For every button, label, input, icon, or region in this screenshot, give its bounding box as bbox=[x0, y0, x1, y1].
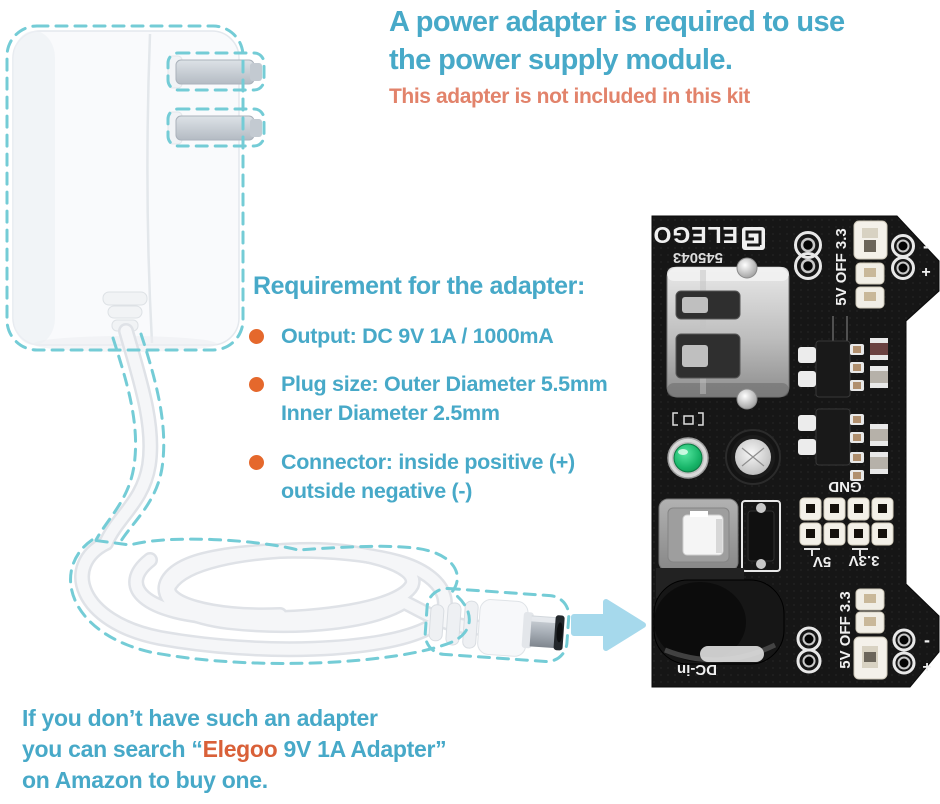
headline-note: This adapter is not included in this kit bbox=[389, 85, 750, 108]
diode-component bbox=[741, 500, 781, 572]
jumper-top bbox=[832, 220, 888, 342]
minus-label-top: - bbox=[923, 236, 929, 256]
push-button bbox=[658, 498, 739, 572]
footer-line3: on Amazon to buy one. bbox=[22, 767, 268, 793]
led-silk-icon bbox=[672, 412, 704, 426]
jumper-bottom bbox=[853, 588, 888, 680]
bullet-dot bbox=[249, 329, 264, 344]
bullet-dot bbox=[249, 455, 264, 470]
power-cable bbox=[74, 323, 501, 658]
plus-label-top: + bbox=[921, 264, 930, 281]
headline-line2: the power supply module. bbox=[389, 44, 733, 76]
requirement-item: Connector: inside positive (+) outside n… bbox=[249, 448, 575, 506]
dc-plug bbox=[428, 599, 565, 657]
requirement-item: Output: DC 9V 1A / 1000mA bbox=[249, 322, 554, 351]
requirement-item: Plug size: Outer Diameter 5.5mm Inner Di… bbox=[249, 370, 608, 428]
screw-pads-top: - + bbox=[891, 234, 931, 281]
screw-pads-bottom: - + bbox=[892, 628, 932, 676]
footer-line2: you can search “Elegoo 9V 1A Adapter” bbox=[22, 736, 447, 762]
header-pins bbox=[799, 497, 894, 556]
usb-port bbox=[666, 257, 790, 410]
capacitor bbox=[725, 429, 781, 485]
headline: A power adapter is required to use the p… bbox=[389, 3, 845, 79]
power-module-board: ELEGO 545043 5V OFF 3.3 bbox=[651, 215, 940, 688]
jumper-bottom-label: 5V OFF 3.3 bbox=[837, 591, 854, 669]
requirement-line: Plug size: Outer Diameter 5.5mm bbox=[281, 372, 608, 396]
bullet-dot bbox=[249, 377, 264, 392]
rail-3v3-label: 3.3V bbox=[849, 552, 880, 569]
requirement-line: outside negative (-) bbox=[281, 479, 473, 503]
svg-text:545043: 545043 bbox=[673, 249, 723, 266]
dcin-label: DC-in bbox=[677, 661, 717, 678]
brand-logo: ELEGO bbox=[652, 222, 765, 250]
mounting-holes-top bbox=[794, 231, 822, 280]
footer-line1: If you don’t have such an adapter bbox=[22, 705, 378, 731]
headline-line1: A power adapter is required to use bbox=[389, 6, 845, 38]
requirement-line: Inner Diameter 2.5mm bbox=[281, 401, 500, 425]
adapter-shading bbox=[13, 31, 55, 345]
dc-jack bbox=[653, 568, 785, 665]
gnd-label: GND bbox=[828, 478, 862, 495]
rail-5v-label: 5V bbox=[813, 553, 831, 570]
footer-text: If you don’t have such an adapter you ca… bbox=[22, 703, 447, 796]
minus-label-bottom: - bbox=[924, 630, 930, 650]
green-led bbox=[667, 437, 709, 479]
mounting-holes-bottom bbox=[796, 626, 822, 674]
smd-components bbox=[850, 338, 888, 481]
arrow-right-icon bbox=[571, 599, 646, 651]
adapter-seam bbox=[146, 33, 154, 344]
brand-text: ELEGO bbox=[652, 222, 738, 248]
requirement-line: Connector: inside positive (+) bbox=[281, 450, 575, 474]
power-adapter-photo bbox=[5, 24, 571, 665]
plus-label-bottom: + bbox=[922, 659, 931, 676]
adapter-prongs bbox=[167, 55, 262, 145]
dashed-outline bbox=[5, 24, 571, 665]
serial-number: 545043 bbox=[673, 249, 723, 266]
requirements-heading: Requirement for the adapter: bbox=[253, 272, 585, 300]
brand-highlight: Elegoo bbox=[202, 736, 278, 762]
requirement-line: Output: DC 9V 1A / 1000mA bbox=[281, 324, 554, 348]
jumper-top-label: 5V OFF 3.3 bbox=[833, 228, 850, 306]
